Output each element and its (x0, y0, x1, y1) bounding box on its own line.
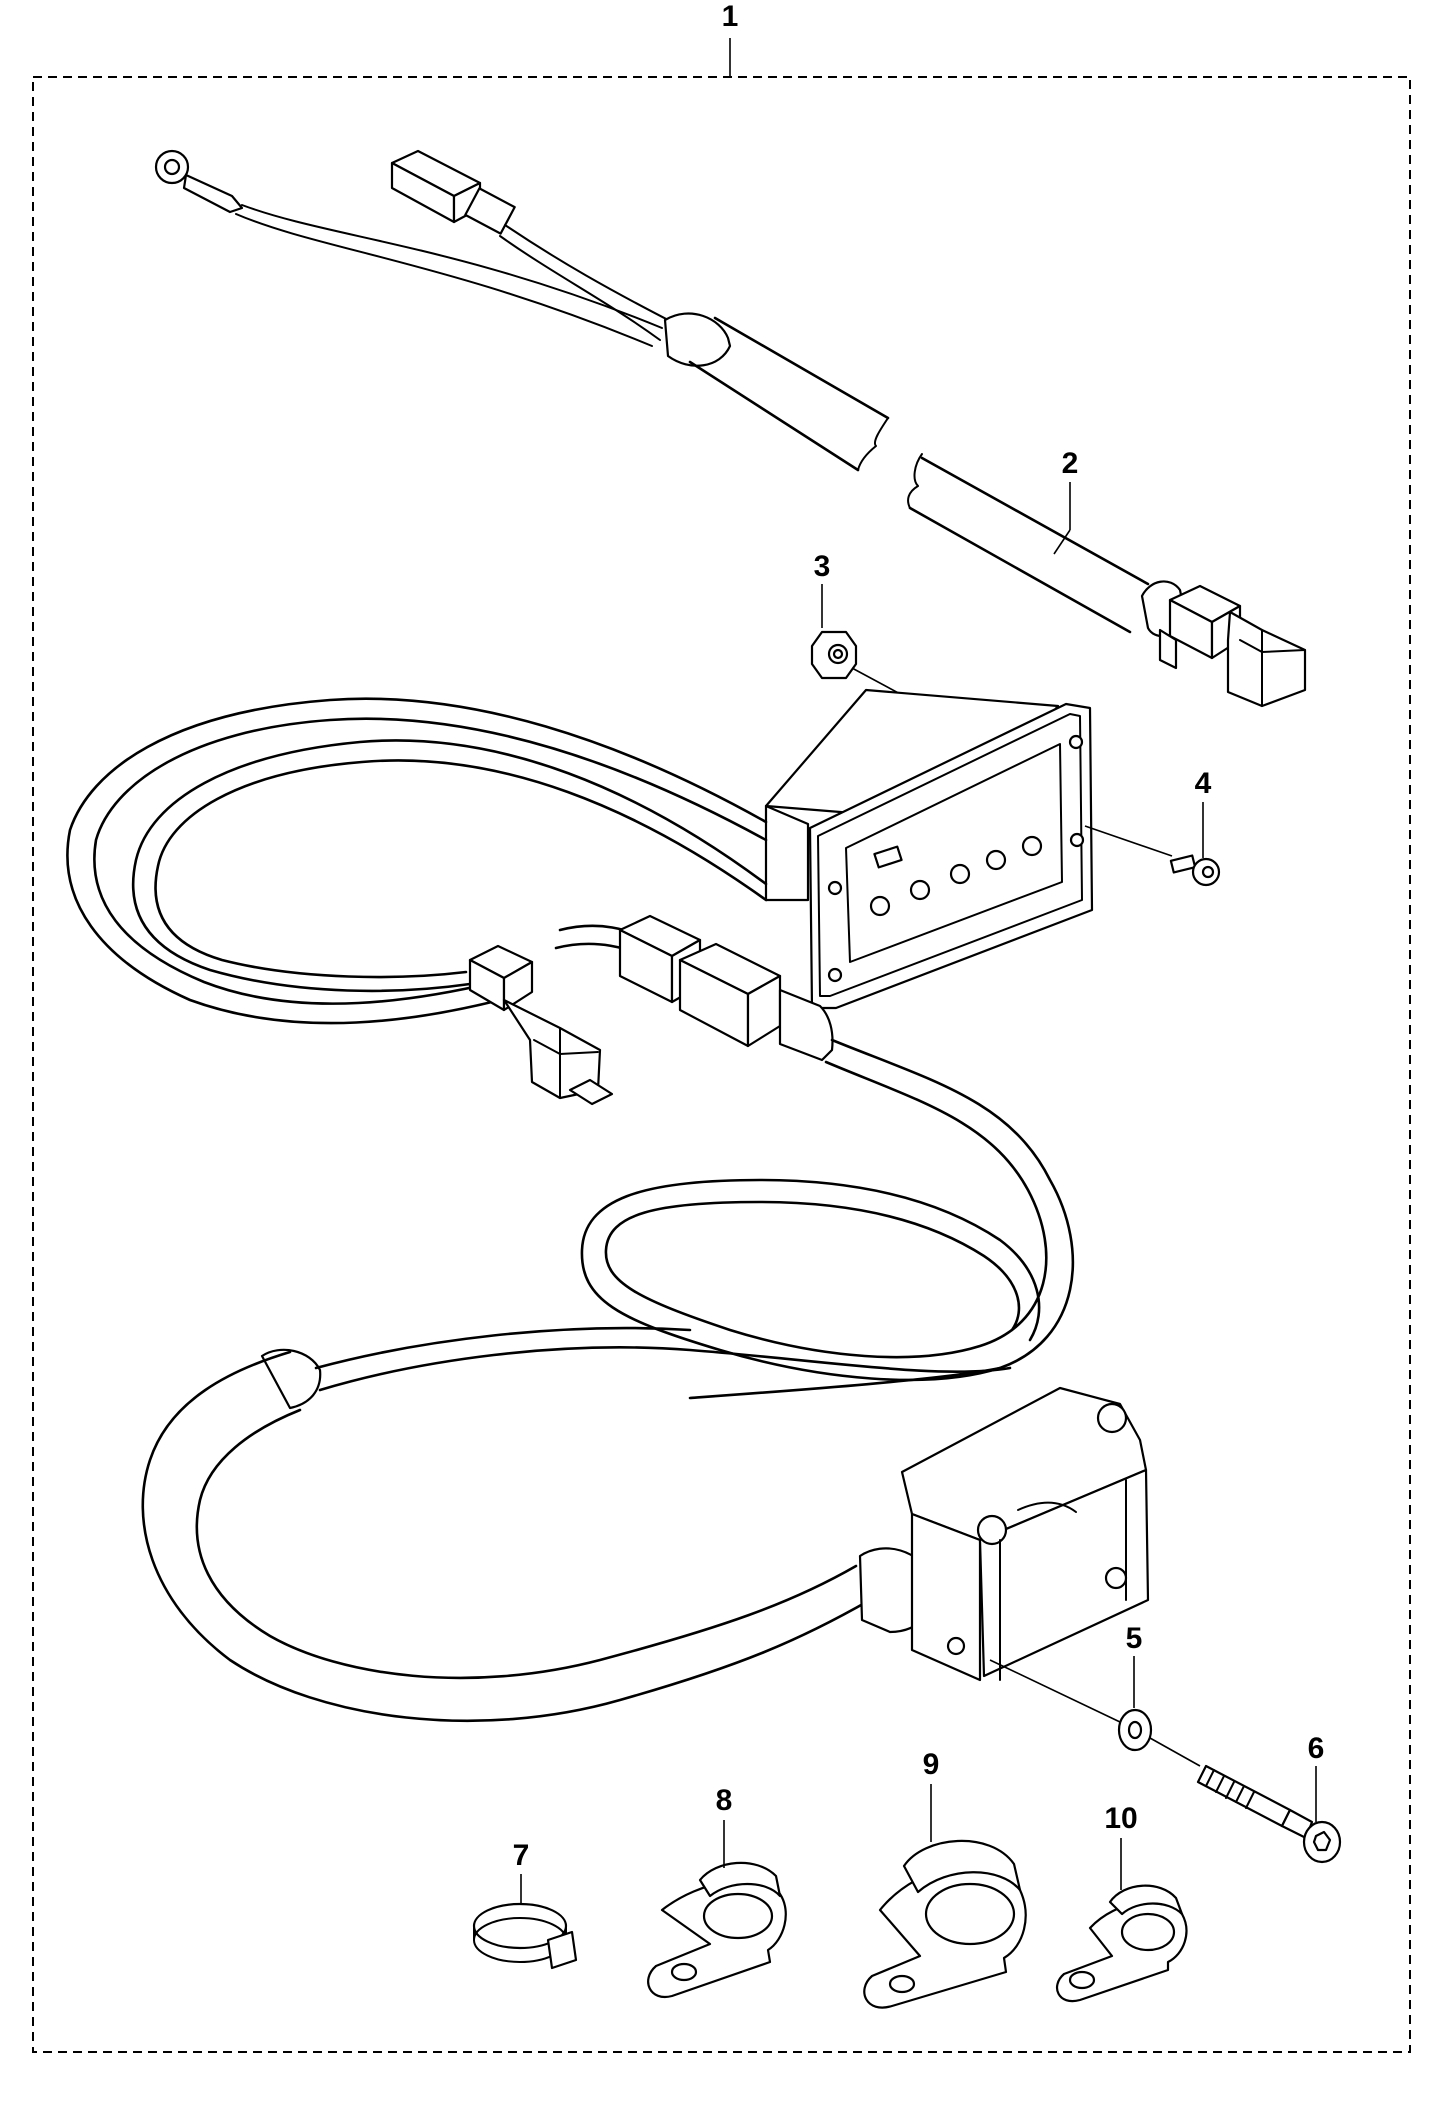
part-9-clip (863, 1839, 1027, 2009)
callout-4-label: 4 (1195, 767, 1212, 800)
callout-6-label: 6 (1308, 1732, 1325, 1765)
callout-7[interactable]: 7 (513, 1839, 530, 1904)
sensor-block (900, 1386, 1150, 1682)
callout-9-label: 9 (923, 1748, 940, 1781)
callout-1-label: 1 (722, 0, 739, 33)
callout-3[interactable]: 3 (814, 550, 931, 711)
assembly-boundary (32, 76, 1411, 2053)
part-7-clamp (472, 1902, 578, 1970)
part-4-screw (1169, 854, 1221, 887)
part-6-capscrew (1196, 1764, 1342, 1864)
callout-8[interactable]: 8 (716, 1784, 733, 1868)
callout-6[interactable]: 6 (1308, 1732, 1325, 1822)
main-harness (66, 697, 1075, 1723)
callout-10[interactable]: 10 (1104, 1802, 1138, 1890)
callout-8-label: 8 (716, 1784, 733, 1817)
part-8-clip (647, 1861, 787, 1999)
callout-9[interactable]: 9 (923, 1748, 940, 1842)
part-2-harness (154, 149, 1307, 708)
control-module (764, 688, 1094, 1010)
callout-4[interactable]: 4 (1084, 767, 1212, 858)
callout-1[interactable]: 1 (722, 0, 739, 77)
callout-2[interactable]: 2 (1053, 447, 1079, 555)
part-5-washer (1117, 1708, 1153, 1752)
callout-5[interactable]: 5 (989, 1622, 1201, 1767)
part-3-nut (810, 630, 858, 680)
part-10-clip (1056, 1884, 1188, 2003)
callout-10-label: 10 (1104, 1802, 1137, 1835)
callout-2-label: 2 (1062, 447, 1079, 480)
callout-5-label: 5 (1126, 1622, 1143, 1655)
callout-7-label: 7 (513, 1839, 530, 1872)
callout-3-label: 3 (814, 550, 831, 583)
